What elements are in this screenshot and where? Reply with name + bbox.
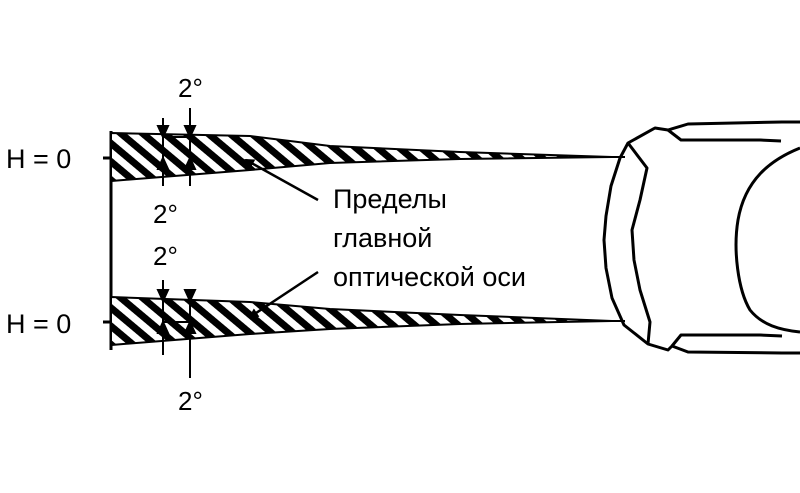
leader-arrow-lower xyxy=(248,270,319,319)
annotation-line-2: главной xyxy=(333,223,432,253)
lower-dimension-lines xyxy=(156,280,197,378)
h-zero-label-lower: H = 0 xyxy=(6,309,71,339)
annotation-line-1: Пределы xyxy=(333,184,447,214)
angle-label-mid-upper: 2° xyxy=(153,199,178,229)
annotation-line-3: оптической оси xyxy=(333,262,526,292)
leader-arrow-upper xyxy=(244,158,319,202)
angle-label-top: 2° xyxy=(178,73,203,103)
upper-dimension-lines xyxy=(156,108,197,186)
h-zero-label-upper: H = 0 xyxy=(6,144,71,174)
angle-label-mid-lower: 2° xyxy=(153,241,178,271)
headlight-lens xyxy=(602,120,800,355)
angle-label-bottom: 2° xyxy=(178,386,203,416)
upper-beam-band xyxy=(110,131,625,183)
